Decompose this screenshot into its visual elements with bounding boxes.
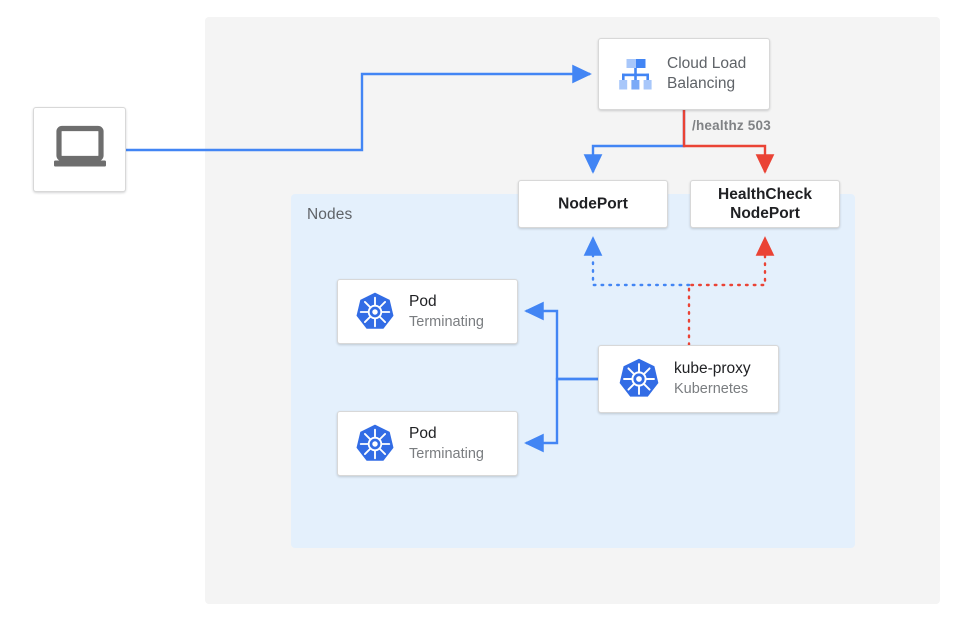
pod-node-1-title: Pod (409, 292, 437, 310)
edge-kubeproxy-to-pod2 (524, 377, 598, 453)
kube-proxy-text: kube-proxy Kubernetes (674, 359, 751, 399)
nodes-panel-label: Nodes (307, 206, 353, 223)
pod-node-1[interactable]: Pod Terminating (337, 279, 518, 344)
client-node[interactable] (33, 107, 126, 192)
nodeport-node[interactable]: NodePort (518, 180, 668, 228)
pod-node-2-subtitle: Terminating (409, 445, 484, 462)
cloud-load-balancing-label-line1: Cloud Load (667, 55, 747, 72)
kubernetes-icon (354, 291, 396, 333)
edge-kubeproxy-to-healthcheck-dotted (687, 236, 775, 347)
kubernetes-icon (617, 357, 661, 401)
edge-client-to-load-balancer (126, 64, 592, 152)
pod-node-1-text: Pod Terminating (409, 292, 484, 332)
cloud-load-balancing-label-line2: Balancing (667, 75, 736, 92)
cloud-load-balancing-label: Cloud Load Balancing (667, 54, 746, 94)
kube-proxy-subtitle: Kubernetes (674, 381, 749, 397)
healthcheck-nodeport-node[interactable]: HealthCheck NodePort (690, 180, 840, 228)
pod-node-2[interactable]: Pod Terminating (337, 411, 518, 476)
edge-load-balancer-to-healthcheck-nodeport (682, 110, 775, 174)
cloud-load-balancing-icon (612, 51, 658, 97)
cloud-load-balancing-node[interactable]: Cloud Load Balancing (598, 38, 770, 110)
edge-load-balancer-to-nodeport (583, 110, 686, 174)
kube-proxy-title: kube-proxy (674, 360, 751, 377)
laptop-icon (52, 125, 108, 174)
healthcheck-nodeport-label: HealthCheck NodePort (691, 185, 839, 223)
pod-node-2-title: Pod (409, 424, 437, 442)
edge-kubeproxy-to-pod1 (524, 301, 598, 381)
kubernetes-icon (354, 423, 396, 465)
healthz-edge-label: /healthz 503 (692, 118, 771, 133)
nodeport-label: NodePort (558, 195, 628, 213)
healthcheck-nodeport-label-line1: HealthCheck (718, 186, 812, 203)
pod-node-2-text: Pod Terminating (409, 424, 484, 464)
edge-kubeproxy-to-nodeport-dotted (583, 236, 691, 287)
pod-node-1-subtitle: Terminating (409, 313, 484, 330)
healthcheck-nodeport-label-line2: NodePort (730, 205, 800, 222)
kube-proxy-node[interactable]: kube-proxy Kubernetes (598, 345, 779, 413)
